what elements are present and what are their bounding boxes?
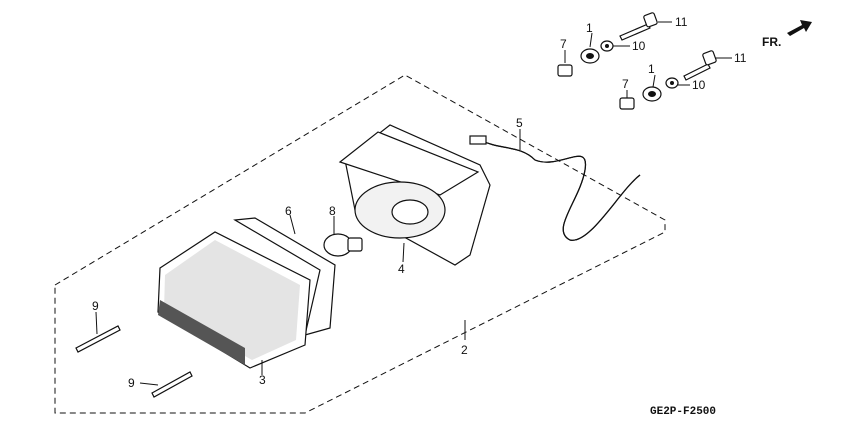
- tail-light-housing-4: [338, 124, 491, 266]
- callout-11-upper: 11: [675, 15, 688, 29]
- callout-1-upper: 1: [586, 21, 593, 35]
- bulb-8: [323, 233, 363, 257]
- washer-10-lower: [665, 77, 679, 89]
- collar-1-upper: [580, 48, 600, 64]
- callout-10-lower: 10: [692, 78, 706, 92]
- callout-9-bottom: 9: [128, 376, 135, 390]
- washer-10-upper: [600, 40, 614, 52]
- diagram-code: GE2P-F2500: [650, 406, 716, 418]
- callout-11-lower: 11: [734, 51, 747, 65]
- callout-9-left: 9: [92, 299, 99, 313]
- front-direction-label: FR.: [762, 35, 781, 49]
- nut-7-lower: [619, 97, 635, 110]
- screw-9-bottom: [151, 371, 193, 398]
- wire-harness-5: [469, 135, 641, 241]
- callout-2: 2: [461, 343, 468, 357]
- callout-10-upper: 10: [632, 39, 646, 53]
- arrow-icon: [787, 20, 812, 36]
- callout-7-lower: 7: [622, 77, 629, 91]
- bolt-11-upper: [619, 12, 658, 41]
- callout-4: 4: [398, 262, 405, 276]
- callout-5: 5: [516, 116, 523, 130]
- callout-3: 3: [259, 373, 266, 387]
- assembly-outline: [54, 74, 666, 414]
- callout-8: 8: [329, 204, 336, 218]
- screw-9-left: [75, 325, 121, 353]
- callout-7-upper: 7: [560, 37, 567, 51]
- callout-1-lower: 1: [648, 62, 655, 76]
- tail-light-lens-3: [157, 231, 311, 369]
- bolt-11-lower: [683, 50, 717, 81]
- collar-1-lower: [642, 86, 662, 102]
- nut-7-upper: [557, 64, 573, 77]
- callout-6: 6: [285, 204, 292, 218]
- gasket-6: [233, 217, 336, 336]
